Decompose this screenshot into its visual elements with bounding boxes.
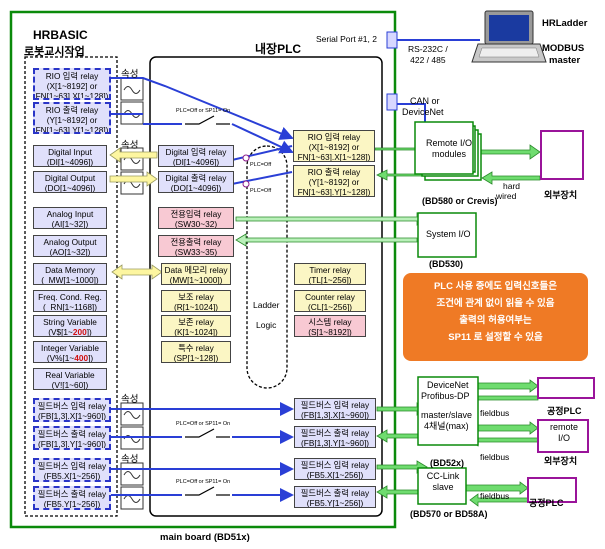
external-device-boxes: [527, 130, 595, 503]
plc-special-relay: 특수 relay(SP[1~128]): [161, 341, 231, 363]
cclink-box: [417, 467, 467, 505]
switch-label: PLC=Off or SP11= On: [176, 108, 231, 114]
serial-port-label: Serial Port #1, 2: [316, 34, 377, 44]
devicenet-box: [417, 376, 479, 446]
green-arrows: [235, 142, 541, 507]
teach-digital-input: Digital Input(DI[1~4096]): [33, 145, 107, 167]
process-plc-label: 공정PLC: [529, 498, 564, 508]
speed-label: 속성: [121, 69, 139, 80]
teach-integer-variable: Integer Variable (V%[1~400]): [33, 341, 107, 363]
plc-title: 내장PLC: [255, 42, 302, 56]
plc-fb5-input-relay: 필드버스 입력 relay(FB5.X[1~256]): [294, 458, 376, 480]
plc-frame: [149, 56, 383, 517]
switch-label: PLC=Off or SP11= On: [176, 421, 231, 427]
teach-fieldbus-output: 필드버스 출력 relay(FB[1,3].Y[1~960]): [33, 426, 111, 450]
teach-analog-output: Analog Output(AO[1~32]): [33, 235, 107, 257]
teach-digital-output: Digital Output(DO[1~4096]): [33, 171, 107, 193]
speed-label: 속성: [121, 140, 139, 151]
plc-fb5-output-relay: 필드버스 출력 relay(FB5.Y[1~256]): [294, 486, 376, 508]
serial-links: [395, 39, 480, 125]
rs232-label: RS-232C /422 / 485: [408, 44, 448, 65]
plc-data-memory-relay: Data 메모리 relay(MW[1~1000]): [161, 263, 231, 285]
plc-fieldbus-input-relay: 필드버스 입력 relay(FB[1,3].X[1~960]): [294, 398, 376, 420]
external-device-label: 외부장치: [544, 456, 578, 466]
fieldbus-label: fieldbus: [480, 408, 510, 418]
remote-io-stack: [414, 121, 482, 181]
system-io-box: [417, 212, 477, 258]
switch-label: PLC=Off or SP11= On: [176, 479, 231, 485]
teach-freq-cond-reg: Freq. Cond. Reg.(_RN[1~1168]): [33, 290, 107, 312]
plc-timer-relay: Timer relay(TL[1~256]): [294, 263, 366, 285]
main-board-frame: [9, 10, 397, 529]
devicenet-label: DeviceNet Profibus-DP master/slave 4채널(m…: [421, 380, 473, 431]
plc-aux-relay: 보조 relay(R[1~1024]): [161, 290, 231, 312]
ladder-label: Ladder: [253, 300, 280, 310]
ladder-logic-frame: [246, 145, 288, 389]
plc-digital-output-relay: Digital 출력 relay(DO[1~4096]): [158, 171, 234, 193]
system-io-label: System I/O: [426, 229, 471, 239]
can-port-connector: [386, 93, 398, 111]
teach-data-memory: Data Memory(_MW[1~1000]): [33, 263, 107, 285]
bd580-label: (BD580 or Crevis): [422, 196, 498, 206]
external-device-label: 외부장치: [544, 190, 578, 200]
teach-column-frame: [24, 56, 118, 517]
plc-keep-relay: 보존 relay(K[1~1024]): [161, 315, 231, 337]
plc-digital-input-relay: Digital 입력 relay(DI[1~4096]): [158, 145, 234, 167]
switch-contacts: [185, 115, 230, 496]
speed-label: 속성: [121, 454, 139, 465]
laptop-icon: [471, 10, 547, 63]
fieldbus-label: fieldbus: [480, 452, 510, 462]
plc-off-label: PLC=Off: [250, 162, 272, 168]
hrladder-label: HRLadder: [542, 18, 588, 29]
teach-string-variable: String Variable (V$[1~200]): [33, 315, 107, 337]
teach-fieldbus-input: 필드버스 입력 relay(FB[1,3].X[1~960]): [33, 398, 111, 422]
bd570-label: (BD570 or BD58A): [410, 509, 488, 519]
bd52x-label: (BD52x): [430, 458, 465, 468]
teach-fb5-output: 필드버스 출력 relay(FB5.Y[1~256]): [33, 486, 111, 510]
plc-system-relay: 시스템 relay(S[1~8192]): [294, 315, 366, 337]
plc-special-input-relay: 전용입력 relay(SW30~32): [158, 207, 234, 229]
teach-real-variable: Real Variable(V![1~60]): [33, 368, 107, 390]
plc-special-output-relay: 전용출력 relay(SW33~35): [158, 235, 234, 257]
bd530-label: (BD530): [429, 259, 464, 269]
teach-analog-input: Analog Input(AI[1~32]): [33, 207, 107, 229]
teach-title: HRBASIC: [33, 28, 88, 42]
plc-off-label: PLC=Off: [250, 188, 272, 194]
speed-label: 속성: [121, 394, 139, 405]
teach-subtitle: 로봇교시작업: [24, 46, 85, 58]
main-board-label: main board (BD51x): [160, 532, 250, 543]
process-plc-label: 공정PLC: [547, 406, 582, 416]
plc-off-switches: [242, 154, 250, 188]
fieldbus-label: fieldbus: [480, 491, 510, 501]
blue-links: [110, 77, 294, 502]
teach-fb5-input: 필드버스 입력 relay(FB5.X[1~256]): [33, 458, 111, 482]
plc-counter-relay: Counter relay(CL[1~256]): [294, 290, 366, 312]
ladder-label: Logic: [256, 320, 277, 330]
plc-fieldbus-output-relay: 필드버스 출력 relay(FB[1,3].Y[1~960]): [294, 426, 376, 448]
serial-port-connector: [386, 31, 398, 49]
